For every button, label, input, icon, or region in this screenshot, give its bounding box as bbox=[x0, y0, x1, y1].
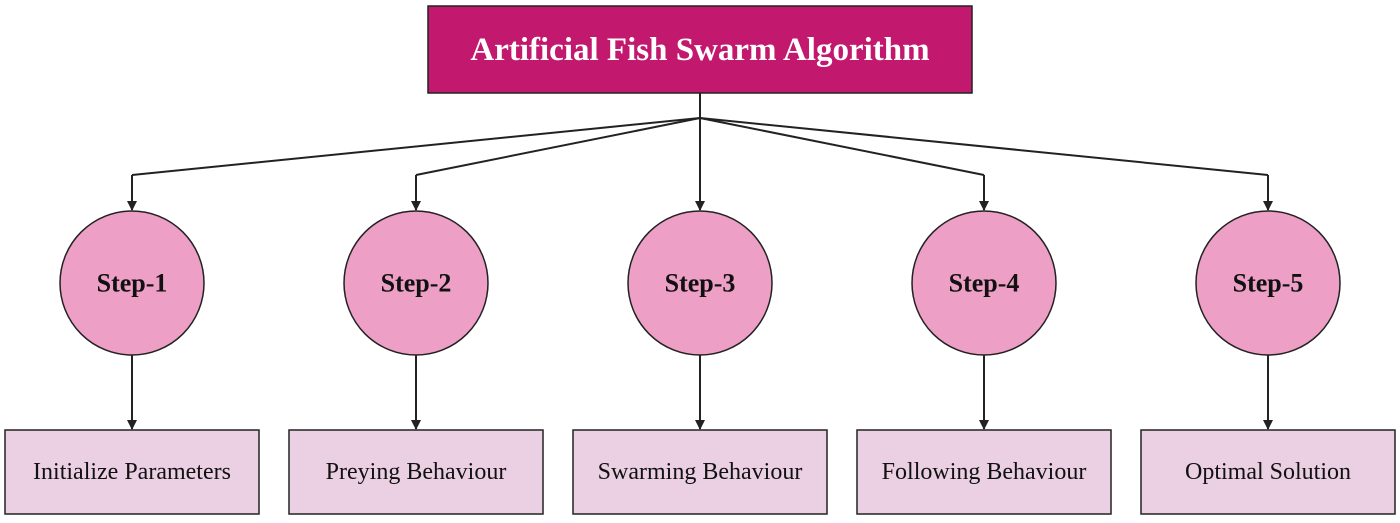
step-circle-2 bbox=[343, 210, 489, 356]
branch-line-5 bbox=[699, 117, 1269, 176]
branch-line-4 bbox=[699, 117, 985, 176]
step-box-text-1: Initialize Parameters bbox=[33, 459, 231, 485]
step-box-5 bbox=[1140, 429, 1396, 515]
step-label-2: Step-2 bbox=[381, 269, 452, 298]
step-label-4: Step-4 bbox=[949, 269, 1020, 298]
step-label-1: Step-1 bbox=[97, 269, 168, 298]
step-circle-5 bbox=[1195, 210, 1341, 356]
step-box-text-4: Following Behaviour bbox=[882, 459, 1087, 485]
step-circle-1 bbox=[59, 210, 205, 356]
step-box-3 bbox=[572, 429, 828, 515]
title-node: Artificial Fish Swarm Algorithm bbox=[427, 5, 973, 94]
step-box-4 bbox=[856, 429, 1112, 515]
title-text: Artificial Fish Swarm Algorithm bbox=[470, 32, 929, 68]
step-label-5: Step-5 bbox=[1233, 269, 1304, 298]
step-circle-3 bbox=[627, 210, 773, 356]
branch-line-2 bbox=[415, 117, 701, 176]
title-box bbox=[427, 5, 973, 94]
step-box-text-2: Preying Behaviour bbox=[326, 459, 507, 485]
branch-line-1 bbox=[131, 117, 701, 176]
step-circle-4 bbox=[911, 210, 1057, 356]
step-box-text-5: Optimal Solution bbox=[1185, 459, 1351, 485]
step-box-1 bbox=[4, 429, 260, 515]
step-box-text-3: Swarming Behaviour bbox=[598, 459, 803, 485]
step-box-2 bbox=[288, 429, 544, 515]
step-label-3: Step-3 bbox=[665, 269, 736, 298]
connector-lines bbox=[127, 93, 1273, 430]
